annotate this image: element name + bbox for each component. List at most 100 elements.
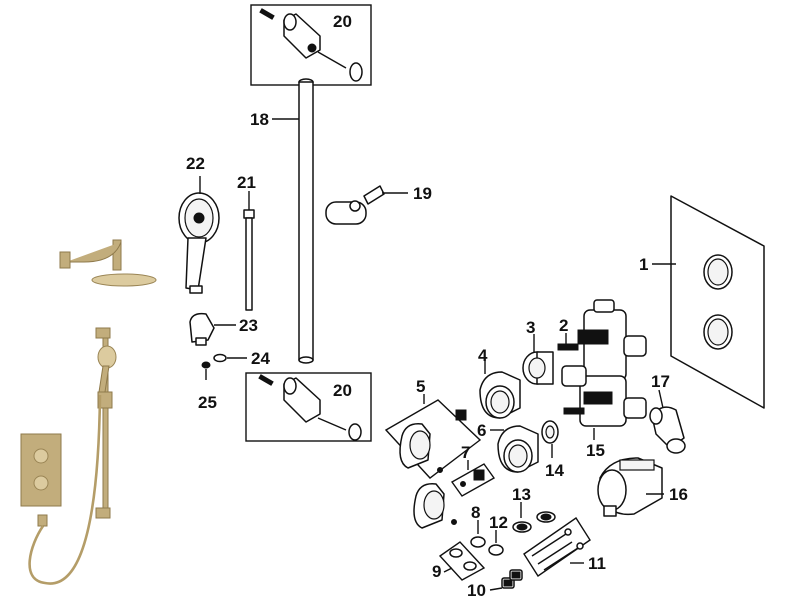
screw-11-c — [543, 547, 579, 571]
shower-arm — [112, 239, 122, 271]
callout-20-top: 20 — [333, 12, 352, 31]
wall-outlet-body — [189, 312, 215, 343]
wall-outlet-connector — [195, 337, 207, 346]
cartridge-upper-spindle — [557, 343, 579, 351]
hose-top-nut — [243, 209, 255, 219]
handset-nut — [189, 285, 203, 294]
callout-4: 4 — [478, 346, 488, 365]
knob-lower-insert — [473, 469, 485, 481]
part-7-frame — [450, 463, 496, 497]
part-10-fittings: 10 — [467, 569, 523, 600]
part-18-riser-rail: 18 — [250, 78, 314, 364]
callout-3: 3 — [526, 318, 535, 337]
clip-9-b — [463, 561, 477, 571]
valve-spindle — [563, 407, 585, 415]
elbow-outlet — [666, 438, 686, 454]
callout-13: 13 — [512, 485, 531, 504]
cap-8 — [470, 536, 486, 548]
cartridge-upper-ring — [577, 329, 609, 345]
part-13-seals: 13 — [512, 485, 556, 533]
fitting-10-a-core — [503, 579, 513, 587]
callout-2: 2 — [559, 316, 568, 335]
assembled-shower-preview — [20, 239, 157, 585]
elbow-inlet — [649, 407, 663, 425]
fixing-screw-top — [317, 51, 347, 69]
washer-25 — [201, 361, 211, 369]
part-11-screws: 11 — [523, 517, 606, 577]
valve-side-port-left — [561, 365, 587, 387]
callout-1: 1 — [639, 255, 648, 274]
rail-bottom-bracket — [95, 507, 111, 519]
faceplate-hole-lower-inner — [707, 318, 729, 346]
callout-17: 17 — [651, 372, 670, 391]
part-8-cap: 8 — [470, 503, 486, 548]
wall-outlet — [37, 514, 48, 527]
slider-cradle — [363, 185, 385, 205]
part-22-handset: 22 — [178, 154, 220, 294]
shower-arm-wall-bracket — [66, 241, 122, 263]
grub-screw-top — [259, 8, 275, 20]
cover-cap-top — [349, 62, 363, 82]
hose-body — [245, 217, 253, 311]
valve-side-port-lower-right — [623, 397, 647, 419]
ring-14-inner — [545, 425, 555, 439]
rail-bracket-bottom-end — [283, 377, 297, 395]
callout-24: 24 — [251, 349, 270, 368]
screw-11-head-a — [564, 528, 572, 536]
rail-top-bracket — [95, 327, 111, 339]
valve-side-port-upper-right — [623, 335, 647, 357]
callout-23: 23 — [239, 316, 258, 335]
callout-20-bottom: 20 — [333, 381, 352, 400]
part-11-frame — [523, 517, 591, 577]
washer-24 — [213, 353, 227, 363]
screw-11-a — [531, 533, 567, 557]
screw-11-b — [537, 541, 573, 565]
handset-head — [97, 345, 117, 369]
part-24-25-washers: 24 25 — [198, 349, 270, 412]
part-17-elbow: 17 — [649, 372, 686, 454]
callout-6: 6 — [477, 421, 486, 440]
leader-10 — [489, 587, 503, 591]
shroud-lower-inner — [508, 444, 528, 468]
leader-17 — [658, 389, 664, 409]
diverter-thread — [619, 459, 655, 471]
rail-bracket-top-end — [283, 13, 297, 31]
fixing-screw-bottom — [317, 417, 347, 431]
clip-9-a — [449, 548, 463, 558]
slider-knob — [349, 200, 361, 212]
callout-22: 22 — [186, 154, 205, 173]
rail-bottom-end — [298, 356, 314, 364]
fitting-10-b-core — [511, 571, 521, 579]
part-21-hose: 21 — [237, 173, 256, 311]
screw-tip-top — [307, 43, 317, 53]
valve-knob-upper — [33, 448, 49, 464]
adapter-inner — [528, 357, 546, 379]
valve-faceplate — [20, 433, 62, 507]
valve-top-outlet — [593, 299, 615, 313]
part-16-diverter: 16 — [597, 457, 688, 517]
faceplate-hole-upper-inner — [707, 258, 729, 286]
grub-screw-bottom — [258, 374, 274, 386]
part-20-bottom-box — [245, 372, 372, 442]
shower-head-round — [91, 273, 157, 287]
flexible-hose — [28, 394, 102, 585]
callout-19: 19 — [413, 184, 432, 203]
callout-18: 18 — [250, 110, 269, 129]
part-20-bottom-group: 20 — [245, 372, 372, 442]
knob-lower-grub — [451, 519, 457, 525]
part-9-group: 9 — [432, 541, 486, 581]
part-12-cap: 12 — [488, 513, 508, 556]
diverter-face — [597, 469, 627, 511]
callout-21: 21 — [237, 173, 256, 192]
faceplate-panel — [670, 195, 765, 409]
diverter-outlet — [603, 505, 617, 517]
part-5-group: 5 — [384, 377, 482, 479]
callout-15: 15 — [586, 441, 605, 460]
part-14-ring: 14 — [541, 420, 564, 480]
callout-25: 25 — [198, 393, 217, 412]
wall-flange — [59, 251, 71, 269]
callout-5: 5 — [416, 377, 425, 396]
part-9-frame — [438, 541, 486, 581]
shroud-upper-inner — [490, 390, 510, 414]
